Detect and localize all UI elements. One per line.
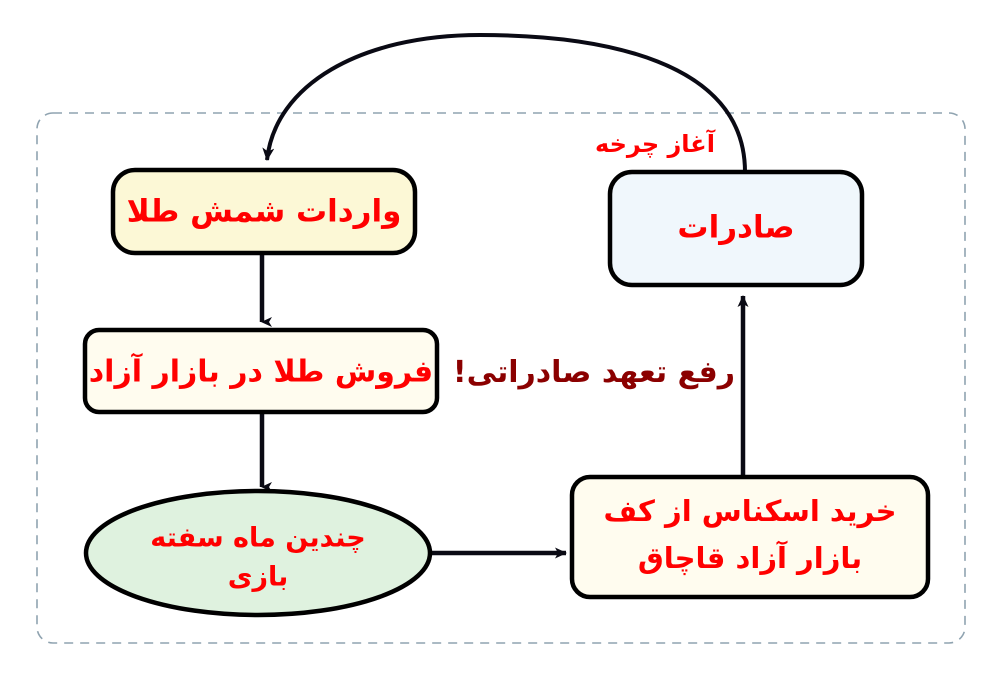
node-gold-sale-label: فروش طلا در بازار آزاد — [89, 353, 433, 390]
node-gold-import-label: واردات شمش طلا — [127, 194, 402, 230]
node-months-speculation-label-line1: چندین ماه سفته — [150, 523, 366, 554]
node-months-speculation[interactable]: چندین ماه سفته بازی — [83, 488, 433, 618]
node-months-speculation-label-line2: بازی — [228, 562, 289, 593]
node-buy-banknotes[interactable]: خرید اسکناس از کف بازار آزاد قاچاق — [569, 474, 931, 600]
node-gold-import[interactable]: واردات شمش طلا — [110, 167, 418, 256]
node-exports[interactable]: صادرات — [607, 169, 865, 288]
node-exports-label: صادرات — [677, 210, 794, 246]
annotation-cycle-start: آغاز چرخه — [595, 129, 716, 158]
node-buy-banknotes-shape[interactable] — [569, 474, 931, 600]
node-gold-sale-shape[interactable] — [82, 327, 440, 415]
node-months-speculation-shape[interactable] — [83, 488, 433, 618]
node-exports-shape[interactable] — [607, 169, 865, 288]
edge-exports-to-gold-import — [262, 32, 747, 173]
node-gold-import-shape[interactable] — [110, 167, 418, 256]
node-buy-banknotes-label-line2: بازار آزاد قاچاق — [638, 540, 862, 576]
node-buy-banknotes-label-line1: خرید اسکناس از کف — [604, 494, 897, 528]
dashed-cycle-frame — [36, 112, 966, 644]
node-gold-sale-free-market[interactable]: فروش طلا در بازار آزاد — [82, 327, 440, 415]
annotation-export-obligation: رفع تعهد صادراتی! — [453, 355, 735, 390]
